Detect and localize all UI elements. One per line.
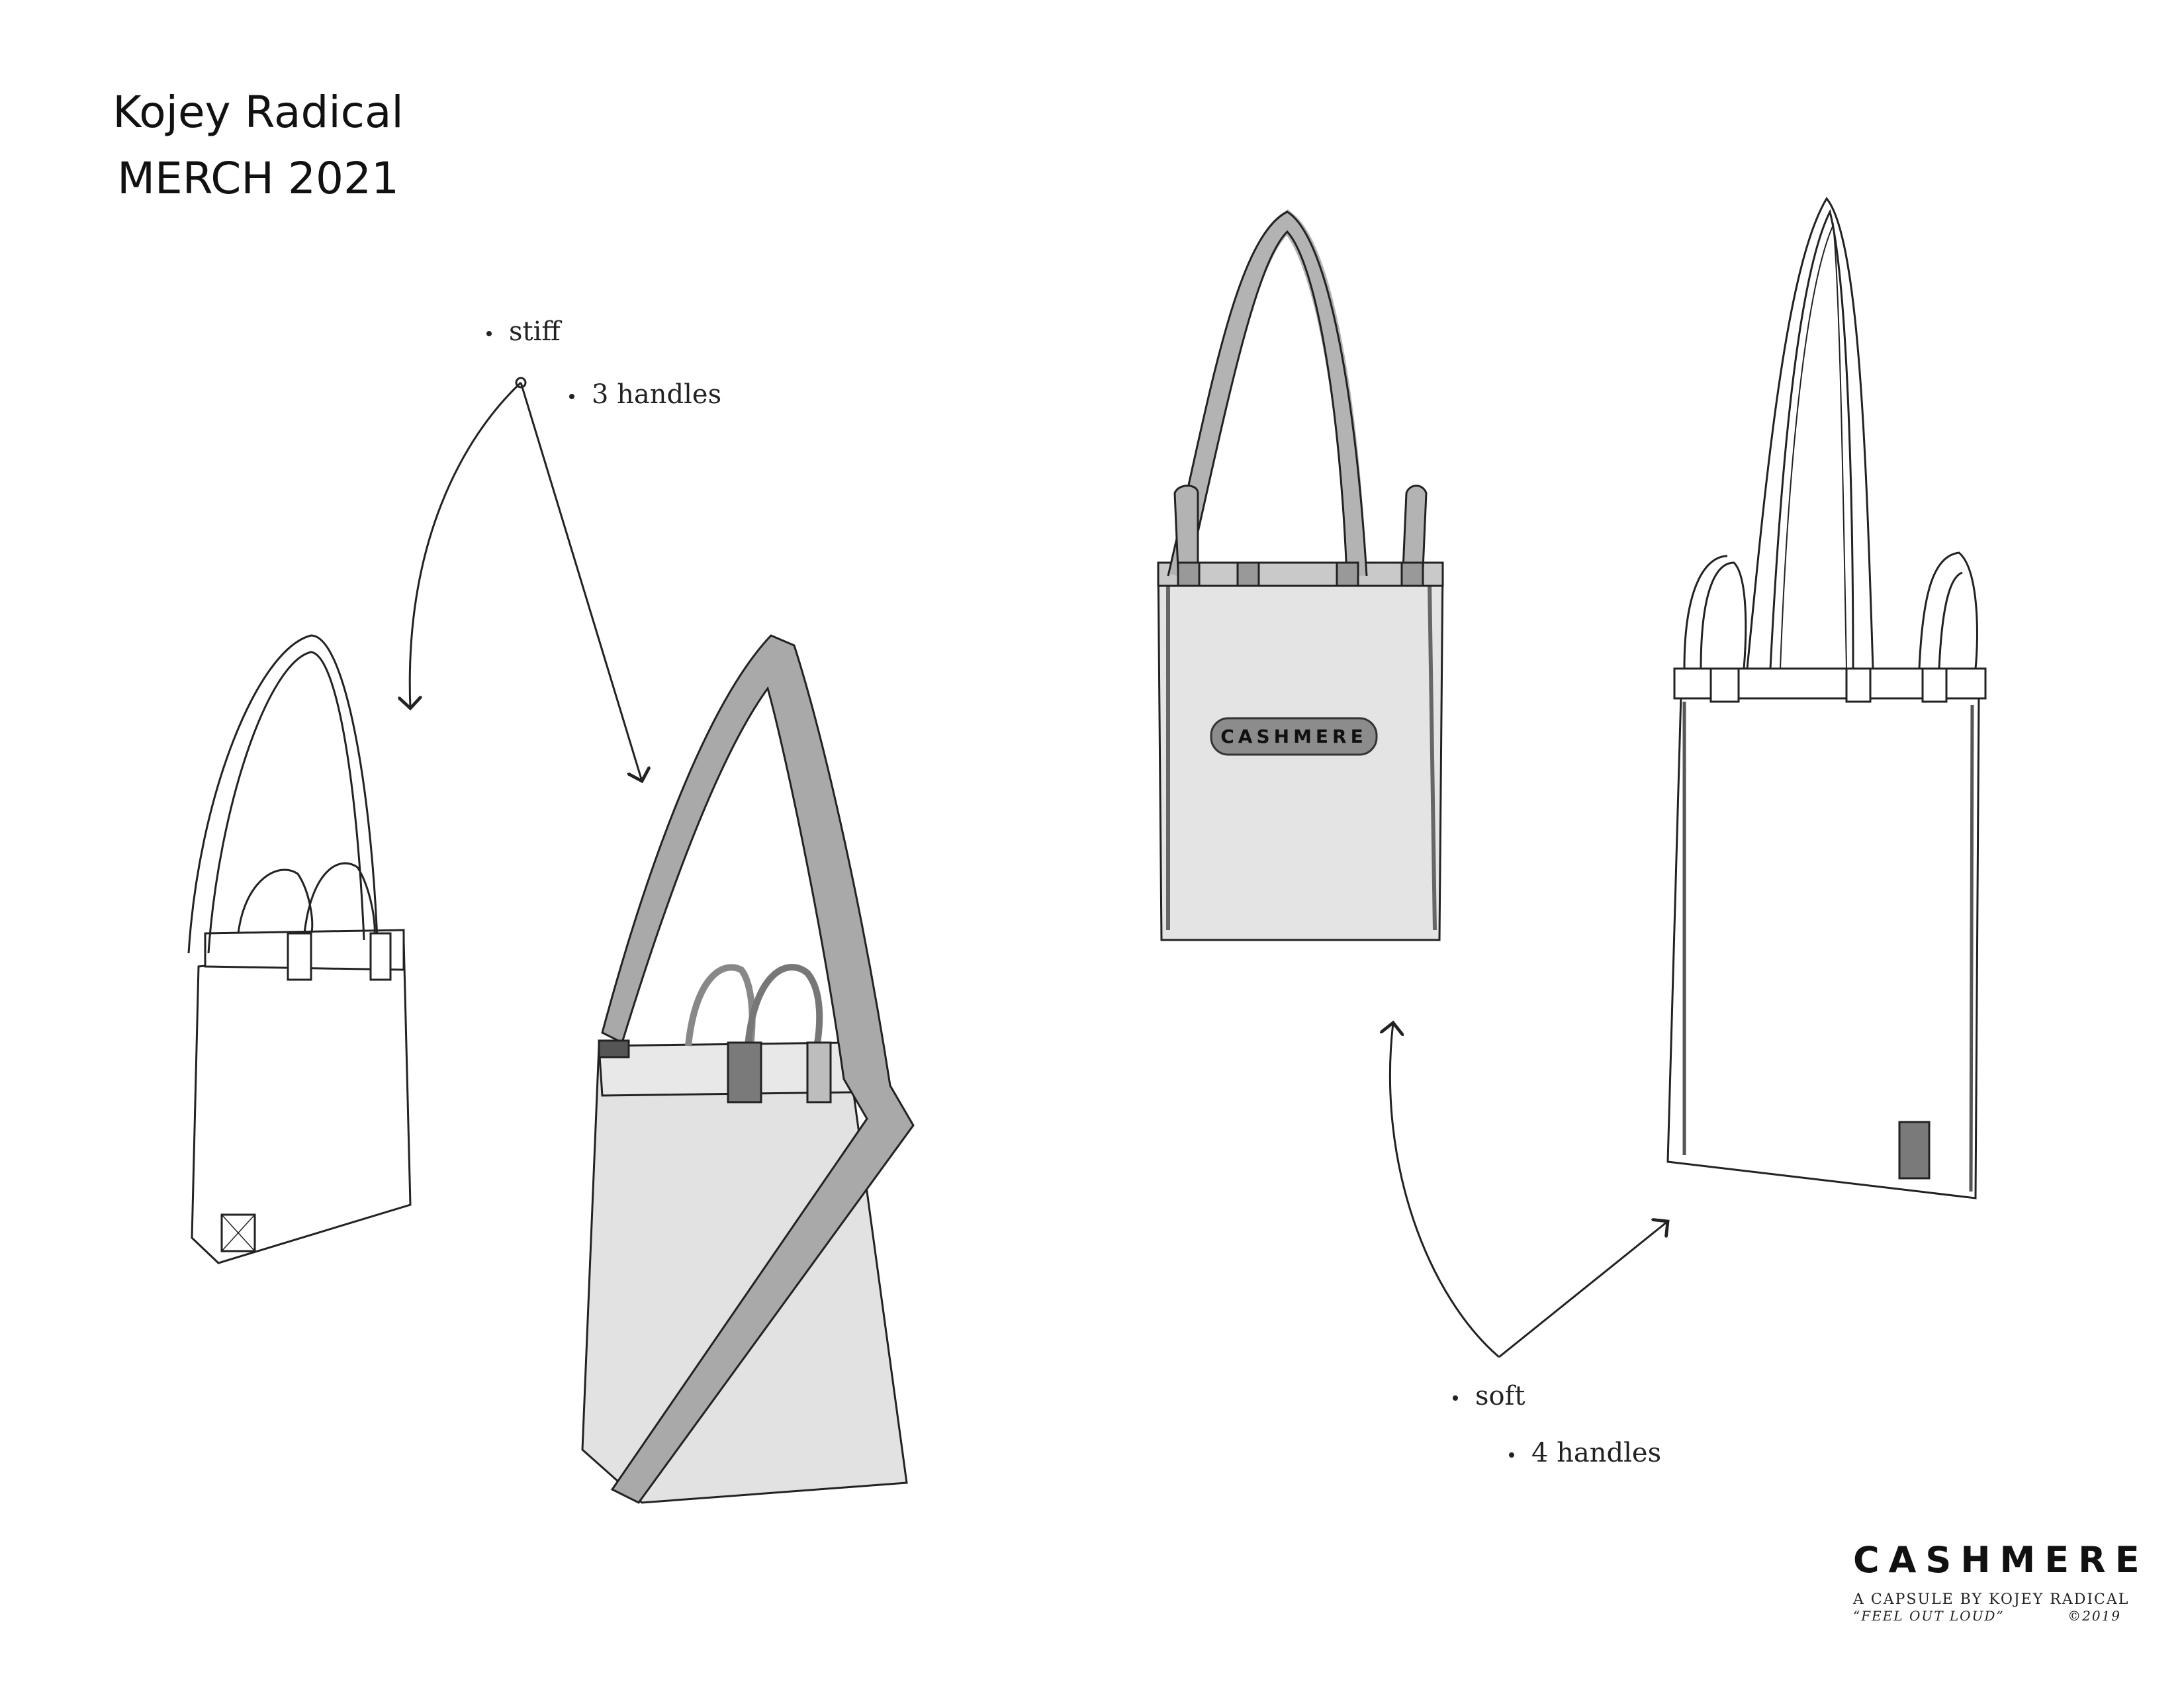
shoulder-strap [187, 634, 379, 954]
brand-wordmark: CASHMERE [1853, 1539, 2149, 1581]
shoulder-strap [1769, 209, 1854, 669]
soft-bag-tall [1666, 197, 1987, 1199]
bag-rim [1157, 561, 1444, 587]
bullet-icon [569, 394, 574, 399]
side-handle-outline [1683, 555, 1728, 669]
side-handle [1173, 485, 1199, 570]
handle-tab [369, 932, 392, 981]
shoulder-strap-inner [207, 651, 365, 954]
handle-tab [727, 1041, 762, 1103]
bag-body [1666, 694, 1980, 1199]
bag-logo-text: CASHMERE [1220, 726, 1367, 747]
bag-logo-patch [1210, 717, 1378, 756]
side-handle [1918, 551, 1978, 669]
handle-tab [1177, 561, 1201, 587]
stiff-bag-large [581, 634, 915, 1504]
note-stiff: stiff [486, 316, 561, 347]
top-handle [303, 862, 376, 941]
note-soft-handles: 4 handles [1509, 1438, 1661, 1468]
soft-arrows [1390, 1023, 1668, 1358]
brand-tagline: A CAPSULE BY KOJEY RADICAL [1853, 1591, 2130, 1608]
stiff-bag-small [187, 634, 412, 1264]
title-collection: MERCH 2021 [117, 153, 399, 204]
handle-tab [1709, 667, 1740, 703]
note-stiff-handles: 3 handles [569, 379, 721, 410]
handle-tab [287, 932, 312, 981]
rim-corner-patch [598, 1039, 630, 1058]
corner-label-cross [221, 1214, 255, 1252]
corner-label-icon [1898, 1121, 1931, 1180]
side-handle-inner [1938, 571, 1963, 669]
brand-footer-row: “FEEL OUT LOUD” ©2019 [1853, 1608, 2121, 1624]
sheet-title: Kojey Radical MERCH 2021 [93, 79, 424, 212]
handle-tab [1400, 561, 1424, 587]
arrow-origin-icon [515, 377, 527, 389]
shoulder-strap-outline [1167, 211, 1368, 577]
shoulder-strap [1746, 197, 1874, 669]
arrow-to-stiff-bag-1 [410, 381, 522, 708]
top-handle [237, 868, 314, 934]
arrow-to-stiff-bag-2 [520, 382, 642, 781]
bag-edge-shade [1428, 582, 1437, 931]
top-handle [745, 964, 823, 1060]
arrow-to-soft-bag-2 [1498, 1221, 1668, 1358]
bag-body [581, 1045, 908, 1504]
side-handle [1402, 485, 1428, 570]
handle-tab [1845, 667, 1872, 703]
shoulder-strap [1168, 209, 1367, 579]
bullet-icon [1509, 1452, 1514, 1458]
side-handle [1700, 561, 1747, 669]
bullet-icon [1453, 1395, 1458, 1401]
brand-copyright: ©2019 [2068, 1608, 2121, 1624]
soft-bag-logo: CASHMERE [1157, 209, 1444, 941]
handle-tab [1336, 561, 1359, 587]
arrow-to-soft-bag-1 [1390, 1023, 1500, 1358]
brand-slogan: “FEEL OUT LOUD” [1853, 1608, 2005, 1624]
bag-edge-shade [1682, 702, 1974, 1192]
shoulder-strap-inner [1780, 222, 1847, 669]
handle-tab [1921, 667, 1948, 703]
note-soft: soft [1453, 1381, 1525, 1411]
brand-block: CASHMERE A CAPSULE BY KOJEY RADICAL “FEE… [1853, 1539, 2149, 1624]
handle-tab [806, 1041, 832, 1103]
title-artist: Kojey Radical [113, 87, 404, 138]
handle-tab [1236, 561, 1260, 587]
stiff-arrows [410, 377, 642, 781]
bullet-icon [486, 331, 492, 336]
shoulder-strap [601, 634, 915, 1504]
